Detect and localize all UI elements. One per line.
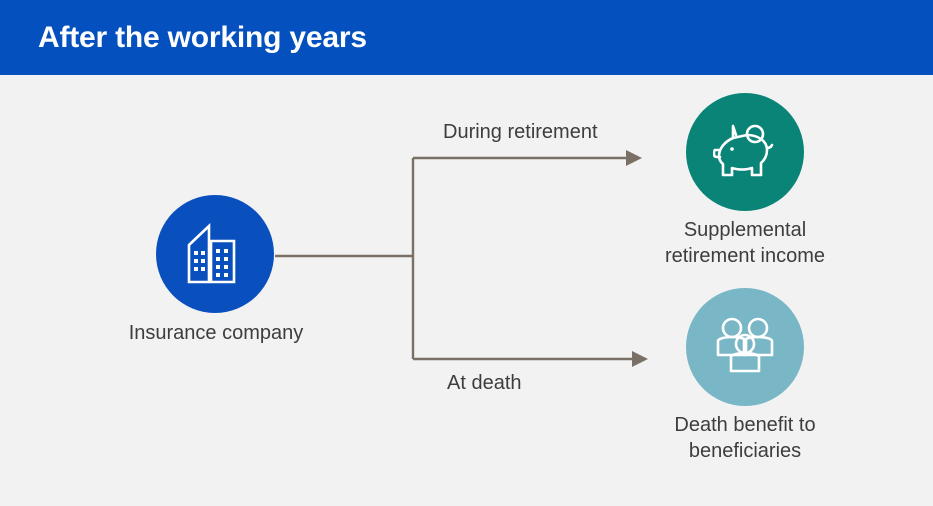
page-title: After the working years bbox=[38, 21, 367, 54]
office-building-icon bbox=[187, 223, 236, 284]
death-benefit-circle bbox=[686, 288, 804, 406]
arrowhead-top bbox=[626, 150, 642, 166]
connector-lines bbox=[275, 150, 648, 367]
piggy-bank-icon bbox=[713, 124, 774, 177]
three-people-icon bbox=[716, 317, 774, 373]
death-benefit-label: Death benefit to beneficiaries bbox=[674, 414, 816, 462]
insurance-company-circle bbox=[156, 195, 274, 313]
edge-label-during-retirement: During retirement bbox=[443, 121, 598, 143]
insurance-company-label: Insurance company bbox=[128, 322, 304, 344]
supplemental-retirement-income-circle bbox=[686, 93, 804, 211]
supplemental-retirement-income-label: Supplemental retirement income bbox=[664, 219, 826, 267]
diagram-area: During retirement At death bbox=[0, 75, 933, 506]
arrowhead-bottom bbox=[632, 351, 648, 367]
header-bar: After the working years bbox=[0, 0, 933, 75]
edge-label-at-death: At death bbox=[447, 372, 522, 394]
